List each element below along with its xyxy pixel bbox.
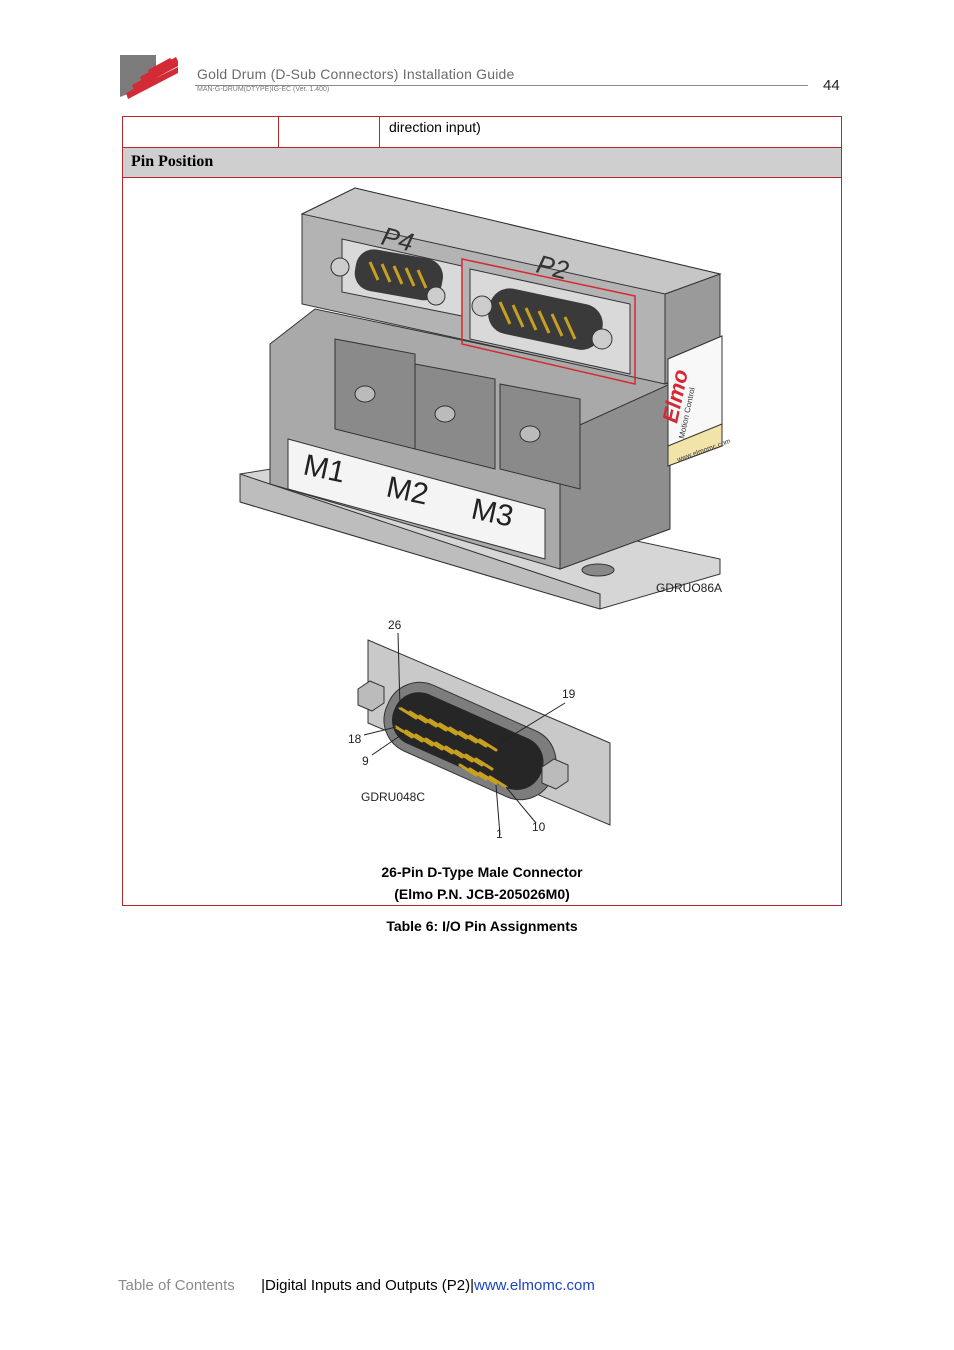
table-cell-description: direction input) — [389, 119, 481, 135]
elmo-logo-icon — [120, 55, 178, 99]
pin-label-19: 19 — [562, 687, 576, 701]
table-column-divider — [278, 117, 279, 147]
footer-website-link[interactable]: www.elmomc.com — [474, 1277, 595, 1294]
dsub-connector-figure: 26 19 18 9 1 10 GDRU048C — [348, 618, 611, 841]
document-code: MAN-G-DRUM(DTYPE)IG-EC (Ver. 1.400) — [197, 86, 330, 93]
footer-separator: | — [261, 1277, 265, 1294]
figure2-code: GDRU048C — [361, 790, 425, 804]
header-rule — [195, 85, 808, 86]
page-footer: Table of Contents |Digital Inputs and Ou… — [118, 1277, 595, 1294]
pin-label-1: 1 — [496, 827, 503, 841]
connector-caption-title: 26-Pin D-Type Male Connector — [381, 864, 583, 880]
table-caption: Table 6: I/O Pin Assignments — [386, 918, 578, 934]
table-section-header: Pin Position — [123, 147, 841, 178]
footer-toc-link[interactable]: Table of Contents — [118, 1277, 235, 1294]
pin-label-26: 26 — [388, 618, 402, 632]
footer-section: Digital Inputs and Outputs (P2) — [265, 1277, 471, 1294]
pin-assignment-table: direction input) Pin Position — [122, 116, 842, 906]
table-column-divider — [379, 117, 380, 147]
pin-label-9: 9 — [362, 754, 369, 768]
pin-position-label: Pin Position — [131, 153, 214, 170]
figure1-code: GDRUO86A — [656, 581, 722, 595]
pin-label-18: 18 — [348, 732, 362, 746]
pin-label-10: 10 — [532, 820, 546, 834]
page-number: 44 — [823, 77, 840, 94]
document-title: Gold Drum (D-Sub Connectors) Installatio… — [197, 66, 515, 82]
footer-separator: | — [470, 1277, 475, 1294]
connector-caption-part-number: (Elmo P.N. JCB-205026M0) — [394, 886, 570, 902]
drive-product-figure: P4 P2 M1 M2 M3 Elmo Motion Control www.e… — [239, 187, 730, 610]
